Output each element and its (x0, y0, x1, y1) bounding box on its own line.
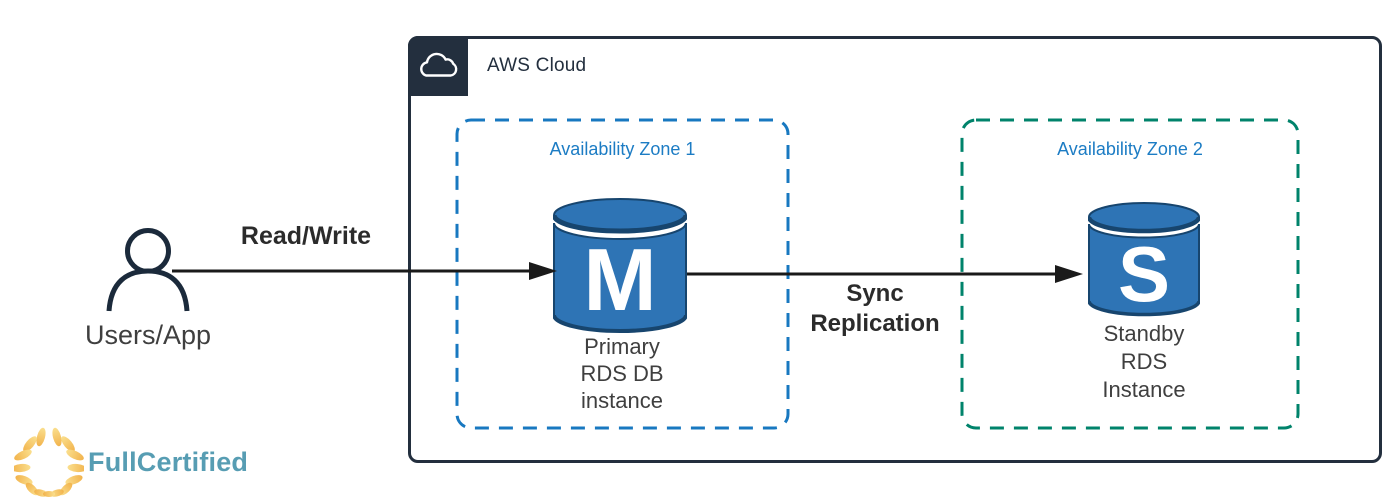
caption-line: RDS DB (580, 361, 664, 386)
caption-line: RDS (1120, 349, 1168, 374)
primary-rds-db-icon (553, 198, 687, 333)
primary-db-letter: M (583, 230, 657, 329)
standby-db-letter: S (1117, 230, 1171, 318)
standby-db-caption: Standby RDS Instance (1044, 320, 1244, 404)
caption-line: Primary (584, 334, 660, 359)
fullcertified-logo-text: FullCertified (88, 447, 249, 477)
user-icon (106, 228, 190, 312)
availability-zone-2-box (960, 118, 1300, 430)
aws-cloud-box (408, 36, 1382, 463)
sync-replication-arrow (687, 265, 1083, 283)
availability-zone-2-border (960, 118, 1300, 430)
cloud-icon (420, 52, 458, 77)
availability-zone-2-label: Availability Zone 2 (1057, 139, 1203, 159)
caption-line: Standby (1103, 321, 1185, 346)
arrowhead (529, 262, 557, 280)
read-write-arrow (172, 262, 557, 280)
arrowhead (1055, 265, 1083, 283)
caption-line: Instance (1102, 377, 1186, 402)
sync-label-line: Sync (846, 280, 904, 307)
db-cylinder-bottom-rim (553, 314, 687, 333)
read-write-label: Read/Write (240, 222, 372, 250)
db-cylinder-bottom-rim (1088, 300, 1200, 317)
sync-replication-label: Sync Replication (775, 279, 975, 339)
aws-cloud-label: AWS Cloud (487, 55, 587, 76)
availability-zone-1-label: Availability Zone 1 (549, 139, 696, 159)
laurel-wreath-icon (14, 427, 84, 497)
primary-db-caption: Primary RDS DB instance (522, 333, 722, 414)
db-cylinder-top-rim (553, 214, 687, 234)
sync-label-line: Replication (810, 310, 940, 337)
users-app-label: Users/App (84, 320, 212, 350)
db-cylinder-top-rim (1088, 216, 1200, 234)
standby-rds-icon (1088, 202, 1200, 317)
aws-cloud-header (408, 36, 468, 96)
caption-line: instance (581, 388, 663, 413)
